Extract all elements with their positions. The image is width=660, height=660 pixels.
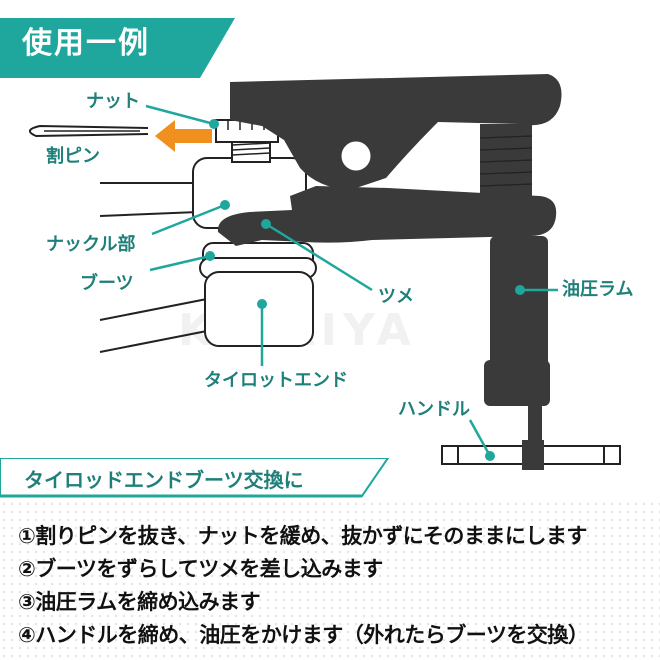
split-pin-icon — [29, 124, 149, 138]
label-knuckle: ナックル部 — [46, 234, 136, 255]
label-split-pin: 割ピン — [46, 146, 100, 167]
ball-joint-separator-tool — [217, 74, 562, 466]
section-banner — [0, 458, 390, 498]
handle-bar — [441, 440, 621, 470]
label-hydraulic-ram: 油圧ラム — [562, 279, 634, 300]
knuckle-part — [192, 139, 307, 229]
page-title: 使用一例 — [22, 26, 150, 61]
label-nut: ナット — [86, 91, 140, 112]
dot-pattern-background — [0, 500, 660, 660]
step-item: ④ハンドルを締め、油圧をかけます（外れたらブーツを交換） — [18, 623, 589, 647]
label-claw: ツメ — [378, 286, 414, 307]
step-item: ②ブーツをずらしてツメを差し込みます — [18, 557, 383, 581]
section-title: タイロッドエンドブーツ交換に — [24, 468, 304, 492]
steps-list: ①割りピンを抜き、ナットを緩め、抜かずにそのままにします ②ブーツをずらしてツメ… — [18, 520, 653, 652]
tie-rod-lines — [99, 182, 213, 353]
leader-lines — [145, 104, 558, 461]
boot-part — [199, 242, 317, 347]
step-item: ①割りピンを抜き、ナットを緩め、抜かずにそのままにします — [18, 524, 587, 548]
left-arrow-icon — [155, 120, 212, 152]
label-tie-rod-end: タイロットエンド — [204, 370, 348, 391]
step-item: ③油圧ラムを締め込みます — [18, 590, 261, 614]
label-handle: ハンドル — [398, 399, 470, 420]
header-banner — [0, 18, 235, 78]
label-boot: ブーツ — [80, 273, 134, 294]
tool-illustration — [29, 74, 621, 470]
